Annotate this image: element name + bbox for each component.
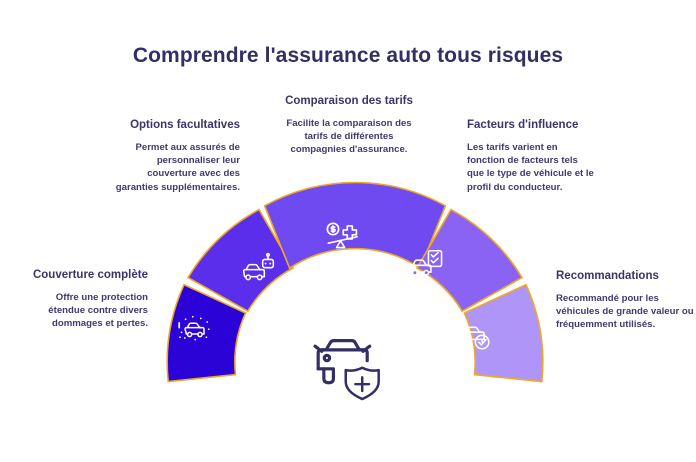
- page-title: Comprendre l'assurance auto tous risques: [132, 44, 564, 67]
- callout-description: Facilite la comparaison des tarifs de di…: [286, 118, 412, 156]
- callout-title: Comparaison des tarifs: [285, 95, 413, 107]
- callout-facteurs-d-influence: Facteurs d'influence Les tarifs varient …: [467, 118, 595, 194]
- callout-couverture-complete: Couverture complète Offre une protection…: [20, 268, 148, 331]
- arc-segment-couverture-complete[interactable]: [166, 283, 247, 383]
- car-checklist-icon: [409, 249, 443, 276]
- callout-description: Permet aux assurés de personnaliser leur…: [115, 142, 240, 193]
- callout-title: Couverture complète: [32, 269, 148, 281]
- callout-description: Offre une protection étendue contre dive…: [48, 292, 148, 330]
- callout-title: Recommandations: [556, 270, 659, 282]
- arc-shape-1: [166, 283, 247, 383]
- car-check-circle-icon: [461, 326, 490, 350]
- callout-description: Les tarifs varient en fonction de facteu…: [467, 142, 594, 193]
- callout-recommandations: Recommandations Recommandé pour les véhi…: [556, 269, 696, 332]
- callout-options-facultatives: Options facultatives Permet aux assurés …: [112, 118, 240, 194]
- car-robot-icon: [242, 252, 275, 281]
- callout-title: Facteurs d'influence: [467, 119, 579, 131]
- car-sparkle-icon: [178, 315, 210, 341]
- car-shield-plus-icon: [313, 339, 380, 401]
- balance-scale-money-icon: [326, 222, 358, 249]
- arc-shape-4: [415, 208, 524, 313]
- arc-shape-2: [186, 208, 295, 313]
- callout-title: Options facultatives: [130, 119, 240, 131]
- callout-description: Recommandé pour les véhicules de grande …: [556, 293, 694, 331]
- arc-segment-facteurs-d-influence[interactable]: [409, 208, 524, 313]
- arc-shape-3: [263, 181, 447, 270]
- arc-segment-recommandations[interactable]: [461, 283, 544, 383]
- callout-comparaison-des-tarifs: Comparaison des tarifs Facilite la compa…: [278, 94, 420, 157]
- arc-segment-options-facultatives[interactable]: [186, 208, 295, 313]
- arc-segment-comparaison-des-tarifs[interactable]: [263, 181, 447, 270]
